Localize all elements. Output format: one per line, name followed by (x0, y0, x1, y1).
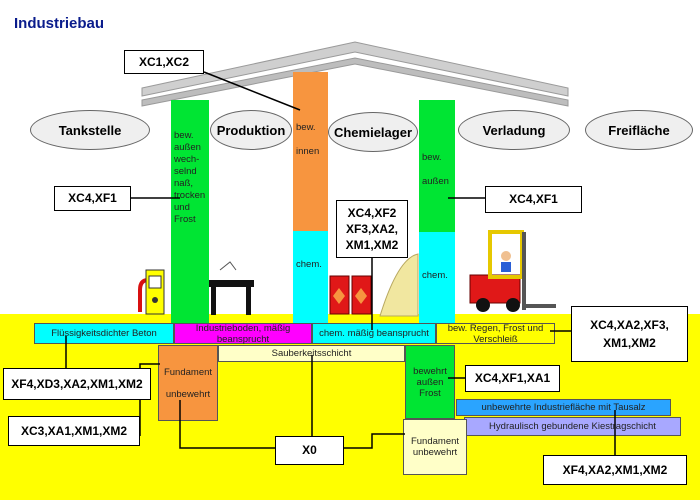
label-chem-storage: XC4,XF2 XF3,XA2, XM1,XM2 (336, 200, 408, 258)
label-chem-storage-line3: XM1,XM2 (345, 238, 399, 252)
zone-chemielager: Chemielager (328, 112, 418, 152)
label-outdoor-area-line2: XM1,XM2 (603, 336, 656, 350)
zone-freiflaeche: Freifläche (585, 110, 693, 150)
zone-verladung-label: Verladung (482, 122, 546, 138)
zone-tankstelle: Tankstelle (30, 110, 150, 150)
right-column-chem: chem. (419, 232, 455, 328)
chemical-barrel-icon (329, 275, 372, 315)
middle-column-indoor: bew. innen (293, 72, 328, 231)
right-column-outdoor: bew. außen (419, 100, 455, 232)
zone-produktion: Produktion (210, 110, 292, 150)
label-outdoor-area-line1: XC4,XA2,XF3, (590, 318, 669, 332)
label-left-column: XC4,XF1 (54, 186, 131, 211)
label-frost-column: XC4,XF1,XA1 (465, 365, 560, 392)
label-chem-storage-line1: XC4,XF2 (347, 206, 397, 220)
zone-verladung: Verladung (458, 110, 570, 150)
gravel-heap-icon (379, 253, 419, 317)
strip-chem-moderate: chem. mäßig beansprucht (312, 323, 436, 344)
zone-freiflaeche-label: Freifläche (608, 122, 670, 138)
middle-column-chem: chem. (293, 231, 328, 327)
work-table-icon (208, 261, 254, 315)
forklift-icon (469, 230, 556, 312)
zone-tankstelle-label: Tankstelle (58, 122, 122, 138)
strip-weather-wear: bew. Regen, Frost und Verschleiß (436, 323, 555, 345)
left-column: bew. außen wech- selnd naß, trocken und … (171, 100, 209, 326)
label-foundation-common: X0 (275, 436, 344, 465)
zone-produktion-label: Produktion (216, 122, 286, 138)
roof-icon (141, 41, 569, 107)
foundation-left: Fundament unbewehrt (158, 345, 218, 421)
label-outdoor-area: XC4,XA2,XF3, XM1,XM2 (571, 306, 688, 362)
strip-industrial-floor: Industrieboden, mäßig beansprucht (174, 323, 312, 345)
strip-deicing-area: unbewehrte Industriefläche mit Tausalz (456, 399, 671, 416)
fuel-pump-icon (138, 269, 165, 315)
page-title: Industriebau (14, 15, 105, 32)
label-ground-right: XF4,XA2,XM1,XM2 (543, 455, 687, 485)
strip-gravel-base: Hydraulisch gebundene Kiestragschicht (464, 417, 681, 436)
label-chem-storage-line2: XF3,XA2, (345, 222, 399, 236)
label-foundation-left: XC3,XA1,XM1,XM2 (8, 416, 140, 446)
label-concrete-left: XF4,XD3,XA2,XM1,XM2 (3, 368, 151, 400)
outdoor-frost-block: bewehrt außen Frost (405, 345, 455, 419)
zone-chemielager-label: Chemielager (333, 124, 413, 140)
label-right-column: XC4,XF1 (485, 186, 582, 213)
label-roof: XC1,XC2 (124, 50, 204, 74)
foundation-right: Fundament unbewehrt (403, 419, 467, 475)
strip-liquid-tight-concrete: Flüssigkeitsdichter Beton (34, 323, 174, 344)
